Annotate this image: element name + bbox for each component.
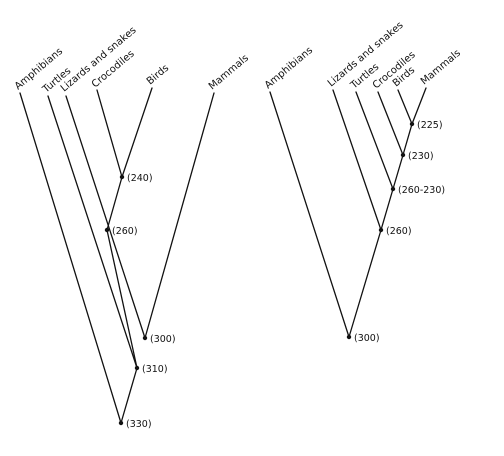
left-stem-240-260 xyxy=(106,176,123,231)
left-branch-crocodiles xyxy=(96,89,123,178)
right-node-300 xyxy=(346,334,352,340)
right-date-260-230: (260-230) xyxy=(398,185,445,196)
right-branch-lizards-snakes xyxy=(332,89,382,231)
left-node-260 xyxy=(104,227,110,233)
right-tree: (225) (230) (260-230) (260) (300) Amphib… xyxy=(263,20,463,344)
right-node-260 xyxy=(378,227,384,233)
right-branch-crocodiles xyxy=(377,91,404,156)
left-node-240 xyxy=(119,174,125,180)
right-branch-mammals xyxy=(411,87,427,125)
right-node-225 xyxy=(409,121,415,127)
left-stem-310-330 xyxy=(120,367,138,424)
right-node-230 xyxy=(400,152,406,158)
right-branch-amphibians xyxy=(269,91,350,338)
right-stem-260-300 xyxy=(348,229,382,338)
left-branch-birds xyxy=(121,87,153,178)
left-date-300: (300) xyxy=(150,334,176,345)
right-branch-turtles xyxy=(355,91,394,190)
right-date-300: (300) xyxy=(354,333,380,344)
left-branch-turtles xyxy=(47,95,138,369)
left-tree: (240) (260) (300) (310) (330) Amphibians… xyxy=(13,25,251,430)
left-branch-mammals xyxy=(144,92,215,339)
left-date-260: (260) xyxy=(112,226,138,237)
left-branch-amphibians xyxy=(19,92,122,424)
right-taxon-mammals: Mammals xyxy=(419,48,463,88)
right-stem-260-230-260 xyxy=(380,188,394,231)
right-taxon-amphibians: Amphibians xyxy=(263,45,315,91)
right-node-260-230 xyxy=(390,186,396,192)
left-taxon-birds: Birds xyxy=(145,63,171,88)
left-node-300 xyxy=(142,335,148,341)
left-node-310 xyxy=(134,365,140,371)
left-taxon-mammals: Mammals xyxy=(207,53,251,93)
left-branch-lizards-snakes xyxy=(65,95,146,339)
right-date-230: (230) xyxy=(408,151,434,162)
left-node-330 xyxy=(118,420,124,426)
left-stem-260-310 xyxy=(106,229,138,369)
right-branch-birds xyxy=(397,89,413,125)
right-stem-230-260-230 xyxy=(392,154,404,190)
left-date-240: (240) xyxy=(127,173,153,184)
left-date-330: (330) xyxy=(126,419,152,430)
right-date-225: (225) xyxy=(417,120,443,131)
left-date-310: (310) xyxy=(142,364,168,375)
right-stem-225-230 xyxy=(402,123,413,156)
right-date-260: (260) xyxy=(386,226,412,237)
